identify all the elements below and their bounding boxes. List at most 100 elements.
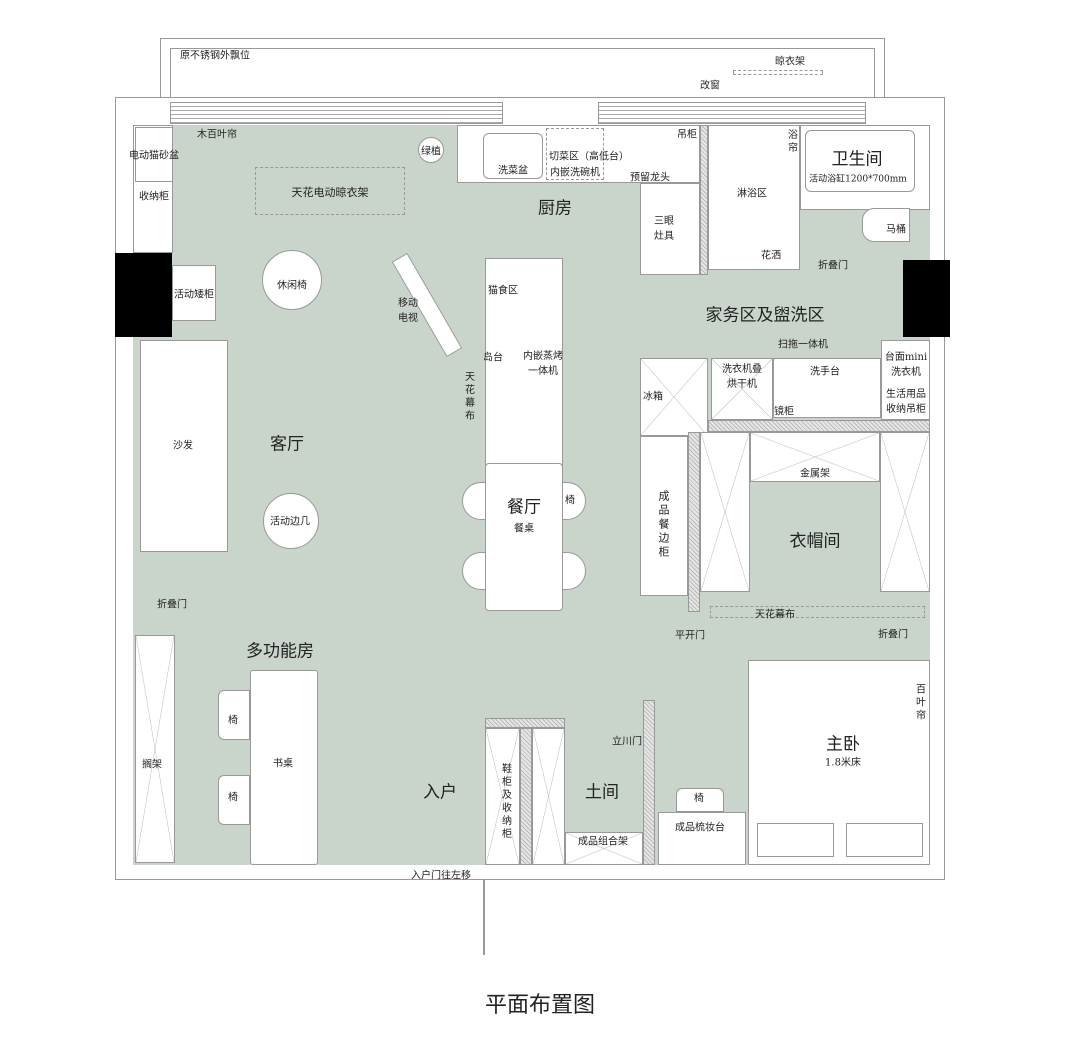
entry-wall-2 xyxy=(520,728,532,865)
label-lounge-chair: 休闲椅 xyxy=(277,280,307,292)
island xyxy=(485,258,563,466)
label-hanging-cabinet: 生活用品收纳吊柜 xyxy=(886,389,926,415)
label-blinds: 木百叶帘 xyxy=(197,129,237,141)
room-multi: 多功能房 xyxy=(246,641,314,662)
ceiling-screen-2 xyxy=(710,606,925,618)
label-desk: 书桌 xyxy=(273,758,293,770)
sink-basin xyxy=(483,133,543,179)
room-wardrobe: 衣帽间 xyxy=(789,531,841,552)
label-ceiling-screen-2: 天花幕布 xyxy=(755,609,795,621)
label-tub: 活动浴缸1200*700mm xyxy=(809,174,907,185)
bed-pillow xyxy=(757,823,834,857)
label-storage: 收纳柜 xyxy=(139,191,169,203)
label-wall-cabinet: 吊柜 xyxy=(677,129,697,141)
side-table xyxy=(263,493,319,549)
outer-wall xyxy=(115,97,945,880)
window-left xyxy=(170,102,503,124)
label-metal-rack: 金属架 xyxy=(800,468,830,480)
shoe-cabinet xyxy=(485,728,520,865)
kitchen-counter xyxy=(457,125,700,183)
label-fold-door-3: 折叠门 xyxy=(878,629,908,641)
label-window-mod: 改窗 xyxy=(700,80,720,92)
room-bathroom: 卫生间 xyxy=(831,149,883,170)
label-fold-door-2: 折叠门 xyxy=(157,599,187,611)
dining-table xyxy=(485,463,563,611)
drying-rack-shape xyxy=(733,70,823,75)
vanity-chair xyxy=(676,788,724,812)
kitchen-wall xyxy=(700,125,708,275)
label-vanity: 成品梳妆台 xyxy=(675,822,725,834)
label-washer: 洗衣机叠烘干机 xyxy=(722,364,762,390)
basin-counter xyxy=(773,358,881,418)
metal-rack xyxy=(750,432,880,482)
room-living: 客厅 xyxy=(270,434,304,455)
label-stove: 三眼灶具 xyxy=(654,216,674,242)
entry-door xyxy=(483,880,485,955)
label-faucet: 预留龙头 xyxy=(630,172,670,184)
label-shower: 淋浴区 xyxy=(737,188,767,200)
room-dining: 餐厅 xyxy=(507,497,541,518)
sofa xyxy=(140,340,228,552)
utility-wall xyxy=(708,420,930,432)
label-oven: 内嵌蒸烤一体机 xyxy=(523,351,563,377)
toilet-shape xyxy=(862,208,910,242)
label-chair: 椅 xyxy=(565,495,575,507)
label-plant: 绿植 xyxy=(421,146,441,158)
fridge xyxy=(640,358,708,436)
dishwasher-shape xyxy=(546,128,604,180)
litter-box xyxy=(135,127,173,182)
label-toilet: 马桶 xyxy=(886,224,906,236)
label-dishwasher: 内嵌洗碗机 xyxy=(550,167,600,179)
label-fridge: 冰箱 xyxy=(643,391,663,403)
label-mini-washer: 台面mini洗衣机 xyxy=(884,352,928,378)
label-drying-rack: 晾衣架 xyxy=(775,56,805,68)
shelf xyxy=(135,635,175,863)
label-cat-food: 猫食区 xyxy=(488,285,518,297)
label-shutter: 百叶帘 xyxy=(913,683,925,723)
room-mudroom: 土间 xyxy=(585,782,619,803)
washer xyxy=(711,358,773,420)
label-fold-door-1: 折叠门 xyxy=(818,260,848,272)
room-entry: 入户 xyxy=(423,782,457,803)
chair xyxy=(218,690,250,740)
mini-washer-cabinet xyxy=(881,340,930,420)
desk xyxy=(250,670,318,865)
label-ceiling-dryer: 天花电动晾衣架 xyxy=(291,186,369,199)
bathtub xyxy=(805,130,915,192)
plant xyxy=(418,137,444,163)
label-combo-rack: 成品组合架 xyxy=(578,836,628,848)
label-curtain: 浴帘 xyxy=(785,129,797,155)
label-chair: 椅 xyxy=(228,715,238,727)
label-cutting: 切菜区（高低台） xyxy=(549,151,629,163)
label-vanity-chair: 椅 xyxy=(694,793,704,805)
combo-rack xyxy=(565,832,643,865)
label-stand-door: 立川门 xyxy=(612,736,642,748)
entry-wall xyxy=(485,718,565,728)
plan-title: 平面布置图 xyxy=(484,993,596,1018)
label-showerhead: 花洒 xyxy=(761,250,781,262)
master-bedroom xyxy=(748,660,930,865)
sideboard xyxy=(640,436,688,596)
room-master: 主卧 xyxy=(826,734,860,755)
room-utility: 家务区及盥洗区 xyxy=(705,305,825,326)
storage-cabinet xyxy=(133,125,173,253)
label-bed: 1.8米床 xyxy=(825,757,861,769)
label-litter: 电动猫砂盆 xyxy=(129,150,179,162)
label-shoe-cabinet: 鞋柜及收纳柜 xyxy=(499,763,511,841)
label-basin: 洗手台 xyxy=(810,366,840,378)
label-sideboard: 成品餐边柜 xyxy=(657,490,670,560)
label-ceiling-screen-1: 天花幕布 xyxy=(462,371,474,423)
chair xyxy=(462,482,486,520)
label-mop: 扫拖一体机 xyxy=(778,339,828,351)
label-entry-door: 入户门往左移 xyxy=(411,870,471,882)
chair xyxy=(462,552,486,590)
ceiling-dryer-shape xyxy=(255,167,405,215)
bed-pillow xyxy=(846,823,923,857)
room-kitchen: 厨房 xyxy=(538,198,572,219)
low-cabinet xyxy=(172,265,216,321)
label-island: 岛台 xyxy=(483,352,503,364)
pillar-left xyxy=(115,253,172,337)
label-side-table: 活动边几 xyxy=(270,516,310,528)
label-swing-door: 平开门 xyxy=(675,630,705,642)
